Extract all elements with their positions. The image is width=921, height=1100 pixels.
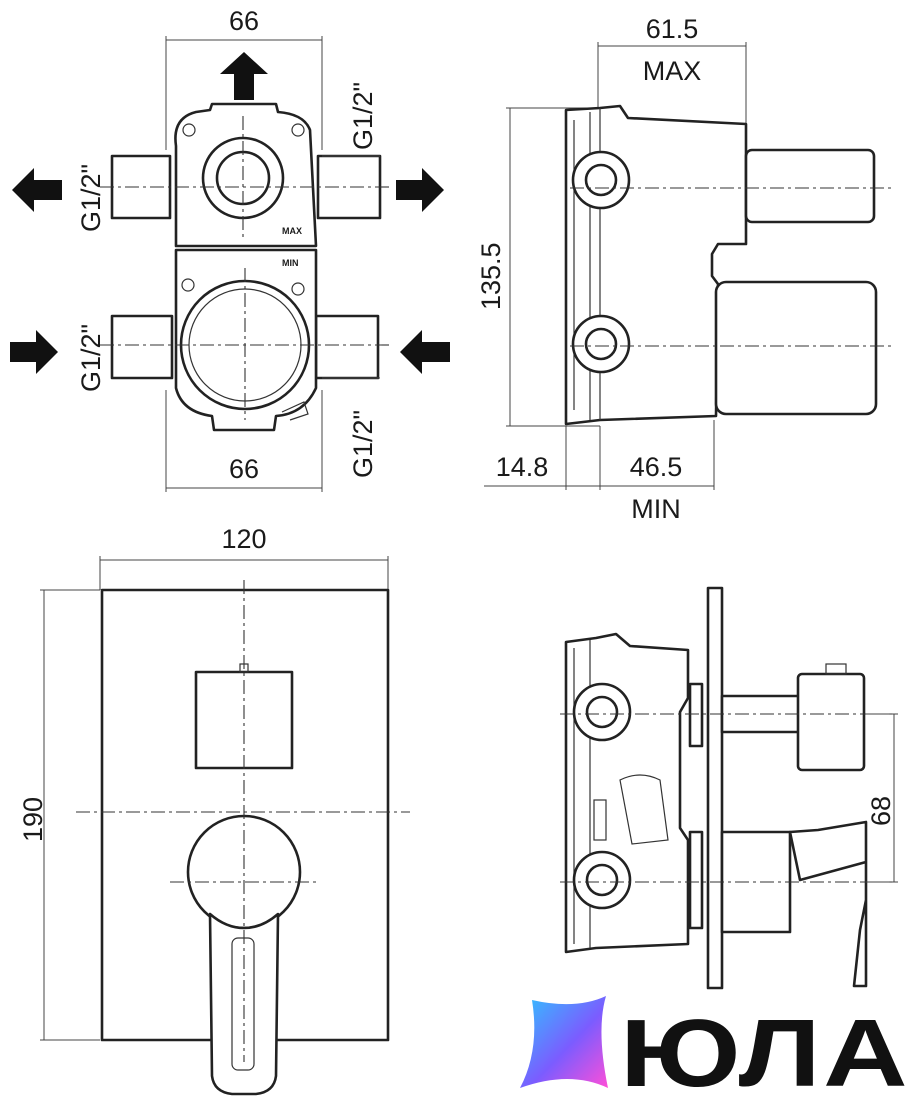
- dim-bottom-66: 66: [229, 454, 259, 484]
- outlet-up-arrow-icon: [220, 52, 268, 100]
- label-depth-min: MIN: [631, 494, 681, 524]
- thread-label-top-right: G1/2": [348, 82, 378, 150]
- brand-logo: ЮЛА: [520, 996, 910, 1100]
- valve-body-side-view: 61.5 MAX 135.5 14.8 46.5 MIN: [476, 14, 892, 524]
- brand-name: ЮЛА: [620, 1000, 910, 1100]
- cover-plate-edge: [706, 586, 724, 990]
- dim-height-190: 190: [18, 797, 48, 842]
- label-min: MIN: [282, 258, 299, 268]
- dim-top-66: 66: [229, 6, 259, 36]
- outlet-right-arrow-icon: [396, 168, 444, 212]
- dim-depth-min: 46.5: [630, 452, 683, 482]
- dim-wall-14: 14.8: [496, 452, 549, 482]
- label-max: MAX: [282, 226, 302, 236]
- mixer-lever: [208, 912, 280, 1096]
- assembled-side-view: 68: [560, 586, 898, 990]
- inlet-right-arrow-icon: [400, 330, 450, 374]
- dim-height-135: 135.5: [476, 242, 506, 310]
- dim-spacing-68: 68: [866, 796, 896, 826]
- outlet-left-arrow-icon: [12, 168, 62, 212]
- dim-width-120: 120: [221, 524, 266, 554]
- thread-label-left-lower: G1/2": [76, 324, 106, 392]
- thread-label-bottom-right: G1/2": [348, 410, 378, 478]
- label-depth-max: MAX: [643, 56, 702, 86]
- thread-label-left-upper: G1/2": [76, 164, 106, 232]
- inlet-left-arrow-icon: [10, 330, 58, 374]
- diverter-knob: [194, 670, 294, 770]
- valve-body-front-view: 66 MAX MIN G1/2": [10, 6, 450, 492]
- brand-star-icon: [520, 996, 608, 1088]
- cover-plate-front-view: 120 190: [18, 524, 410, 1096]
- dim-depth-max: 61.5: [646, 14, 699, 44]
